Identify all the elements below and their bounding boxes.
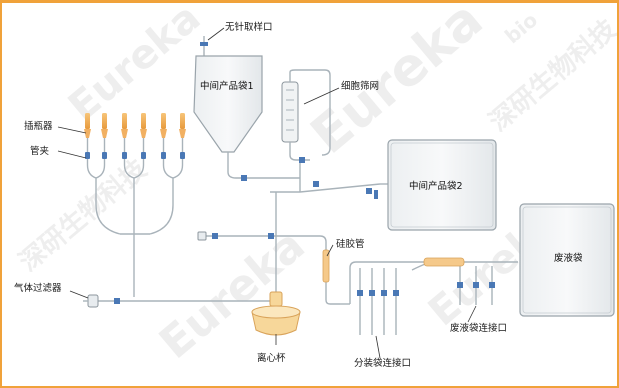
- tube-clamp: [241, 175, 247, 181]
- label-tube-clamp: 管夹: [30, 146, 50, 157]
- tube-clamp: [180, 152, 185, 159]
- label-intermediate-bag-1: 中间产品袋1: [200, 81, 254, 92]
- label-intermediate-bag-2: 中间产品袋2: [409, 181, 463, 192]
- bottle-spike: [84, 113, 91, 138]
- tube-clamp: [489, 282, 495, 288]
- spike-tubing: [86, 138, 277, 302]
- label-waste-bag: 废液袋: [554, 253, 583, 264]
- main-clamp-group: [241, 157, 372, 239]
- label-silicone-tube: 硅胶管: [336, 239, 365, 250]
- tube-clamp: [369, 290, 375, 296]
- tube-clamp: [141, 152, 146, 159]
- bottle-spike-group: [84, 113, 186, 138]
- bottle-spike: [101, 113, 108, 138]
- manifold-clamp-group: [357, 282, 495, 296]
- bottle-spike: [160, 113, 167, 138]
- intermediate-bag-2: [374, 139, 497, 231]
- tube-clamp-group: [85, 152, 185, 159]
- label-waste-connector: 废液袋连接口: [450, 323, 508, 334]
- tube-clamp: [381, 290, 387, 296]
- tube-clamp: [473, 282, 479, 288]
- label-cell-strainer: 细胞筛网: [341, 81, 380, 92]
- tube-clamp: [268, 233, 274, 239]
- main-tubing: [205, 69, 518, 305]
- label-bottle-spike: 插瓶器: [24, 121, 53, 132]
- label-centrifuge-cup: 离心杯: [257, 353, 286, 364]
- label-needle-free-port: 无针取样口: [225, 22, 273, 33]
- gas-filter: [83, 294, 120, 308]
- bottle-spike: [179, 113, 186, 138]
- manifold-connector: [423, 257, 465, 267]
- leader-lines: [57, 27, 477, 359]
- tube-clamp: [161, 152, 166, 159]
- tube-clamp: [122, 152, 127, 159]
- centrifuge-cup: [251, 291, 301, 336]
- label-gas-filter: 气体过滤器: [14, 283, 62, 294]
- tube-clamp: [313, 181, 319, 187]
- waste-bag: [519, 203, 615, 317]
- silicone-tube: [322, 249, 330, 283]
- tube-clamp: [357, 290, 363, 296]
- needle-free-port-cap: [200, 42, 208, 46]
- bottle-spike: [140, 113, 147, 138]
- tube-clamp: [299, 157, 305, 163]
- tube-clamp: [457, 282, 463, 288]
- intermediate-bag-1: [193, 36, 263, 165]
- tube-clamp: [85, 152, 90, 159]
- label-split-connector: 分装袋连接口: [354, 358, 412, 369]
- bottle-spike: [121, 113, 128, 138]
- tube-clamp: [366, 188, 372, 194]
- tube-clamp: [393, 290, 399, 296]
- cell-strainer: [281, 81, 299, 143]
- tube-clamp: [102, 152, 107, 159]
- side-port: [197, 231, 218, 241]
